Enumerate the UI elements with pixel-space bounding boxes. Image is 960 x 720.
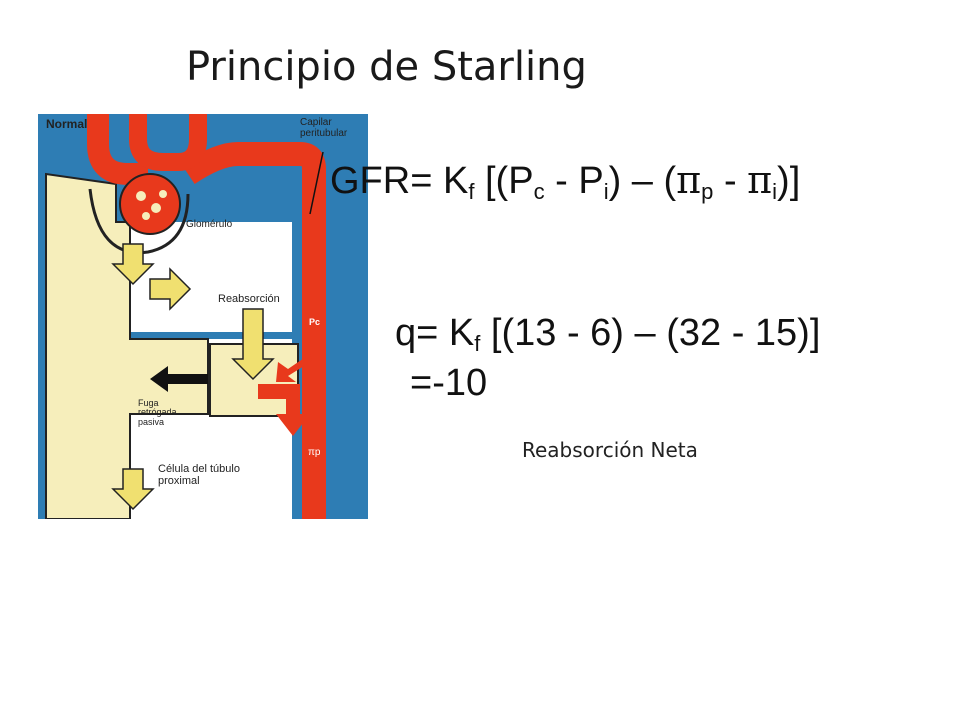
pc-arrow (276, 354, 312, 382)
filtration-arrow (111, 243, 155, 286)
capilar-pointer (309, 151, 324, 215)
gfr-mid: ) – ( (608, 160, 677, 202)
gfr-formula: GFR= Kf [(Pc - Pi) – (πp - πi)] (330, 158, 800, 205)
q-result: =-10 (410, 362, 488, 404)
backleak-arrow (150, 366, 208, 392)
upper-cell-region (130, 222, 292, 332)
gfr-close: )] (777, 160, 801, 202)
gfr-lhs: GFR= K (330, 160, 469, 202)
gfr-minus2: - (723, 160, 737, 202)
cell-reabsorption-arrow (231, 308, 275, 381)
q-lhs: q= K (395, 312, 475, 354)
label-fuga: Fuga retrógada pasiva (138, 398, 177, 427)
gfr-pip-sub: p (701, 179, 714, 204)
gfr-pii-sym: π (747, 158, 773, 202)
gfr-pi-letter: P (578, 160, 604, 202)
reabsorption-arrow (149, 267, 192, 311)
label-pc: Pc (309, 317, 321, 327)
gfr-pc-sub: c (533, 179, 545, 204)
glomerulus-dot (159, 190, 167, 198)
label-capilar: Capilar peritubular (300, 117, 348, 139)
tubule-shape (45, 172, 209, 519)
label-glomerulo: Glomérulo (186, 219, 233, 230)
net-reabsorption-label: Reabsorción Neta (522, 438, 698, 462)
gfr-kf-sub: f (468, 179, 475, 204)
label-pip: πp (308, 447, 321, 458)
lower-cell-region (130, 414, 292, 519)
slide-title: Principio de Starling (186, 44, 587, 90)
gfr-pii-sub: i (772, 179, 778, 204)
peritubular-capillary (181, 142, 326, 519)
afferent-vessel (87, 114, 148, 185)
gfr-minus1: - (555, 160, 568, 202)
q-formula: q= Kf [(13 - 6) – (32 - 15)] (395, 312, 820, 357)
pip-arrow (258, 384, 310, 436)
glomerulus (119, 173, 181, 235)
label-celula: Célula del túbulo proximal (158, 463, 240, 487)
glomerulus-dot (142, 212, 150, 220)
q-kf-sub: f (474, 331, 481, 356)
bowman-capsule (88, 188, 190, 255)
gfr-pip-sym: π (676, 158, 702, 202)
outflow-arrow (111, 468, 155, 511)
diagram-svg (38, 114, 368, 519)
gfr-pi-sub: i (603, 179, 609, 204)
glomerulus-dot (151, 203, 161, 213)
label-reabsorcion: Reabsorción (218, 293, 280, 305)
efferent-vessel (129, 114, 207, 171)
glomerulus-dot (136, 191, 146, 201)
label-normal: Normal (46, 117, 88, 131)
q-rest: [(13 - 6) – (32 - 15)] (490, 312, 821, 354)
kidney-starling-diagram: Normal Capilar peritubular Glomérulo Rea… (38, 114, 368, 519)
gfr-open: [(P (485, 160, 534, 202)
